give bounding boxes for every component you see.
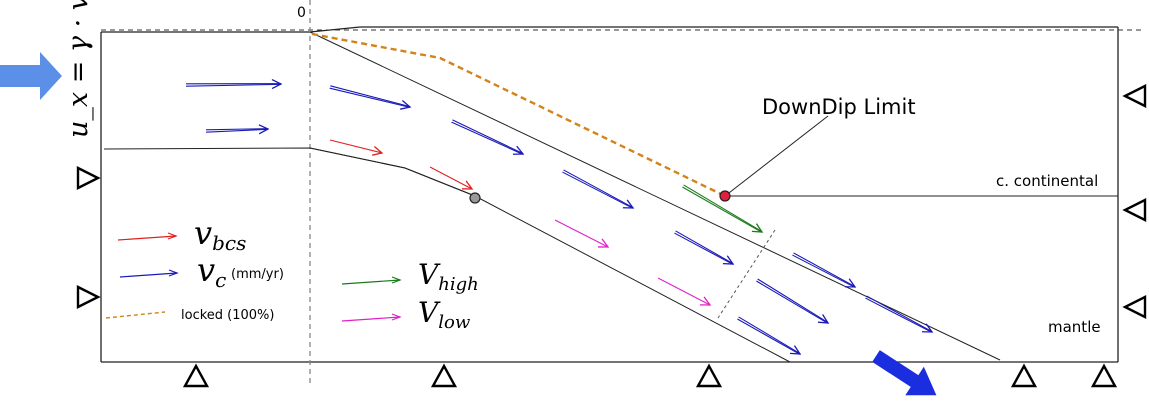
svg-text:Vhigh: Vhigh xyxy=(418,258,479,295)
legend-vc-note: (mm/yr) xyxy=(231,267,284,282)
boundary-triangle-icon xyxy=(1122,84,1147,108)
velocity-arrows xyxy=(185,79,934,355)
boundary-condition-label: u_x = γ · v_c xyxy=(63,0,94,138)
magenta-velocity-arrow xyxy=(554,219,610,248)
blue-velocity-arrow xyxy=(185,79,283,90)
boundary-triangle-icon xyxy=(1010,363,1038,388)
legend-item-vbcs: vbcs xyxy=(117,214,246,255)
blue-velocity-arrow xyxy=(451,119,525,155)
legend-vlow-symbol: V xyxy=(418,296,441,329)
legend-item-vc: vc (mm/yr) xyxy=(119,251,284,292)
blue-velocity-arrow xyxy=(792,252,857,288)
model-domain xyxy=(100,26,1119,363)
outflow-arrow xyxy=(872,350,937,396)
red-velocity-arrow xyxy=(429,166,474,190)
internal-dashed-boundary xyxy=(717,229,776,319)
svg-text:vc: vc xyxy=(197,251,226,292)
legend-vhigh-symbol: V xyxy=(418,258,441,291)
boundary-triangle-icon xyxy=(76,285,101,309)
blue-velocity-arrow xyxy=(737,316,802,355)
slab-top-interface xyxy=(309,31,1001,361)
legend-item-locked: locked (100%) xyxy=(105,308,274,323)
legend-vbcs-symbol: v xyxy=(194,214,212,252)
continental-crust-label: c. continental xyxy=(996,172,1098,190)
boundary-triangle-icon xyxy=(1122,198,1147,222)
top-surface-bump xyxy=(309,26,1118,33)
boundary-triangle-icon xyxy=(695,363,723,388)
legend-vc-subscript: c xyxy=(215,268,226,292)
legend-vbcs-subscript: bcs xyxy=(212,231,246,255)
legend-item-vhigh: Vhigh xyxy=(341,258,479,295)
boundary-triangle-icon xyxy=(76,166,101,190)
oceanic-plate-top xyxy=(309,147,476,197)
boundary-triangle-icon xyxy=(1122,295,1147,319)
downdip-limit-point xyxy=(719,190,731,202)
slab-kink-point xyxy=(469,192,481,204)
downdip-pointer-line xyxy=(724,115,829,197)
plate-interfaces xyxy=(103,31,1118,363)
boundary-triangle-icon xyxy=(1090,363,1118,388)
blue-velocity-arrow xyxy=(205,124,270,135)
downdip-limit-label: DownDip Limit xyxy=(762,95,916,119)
legend: vbcs vc (mm/yr) locked (100%) Vhigh xyxy=(105,214,479,333)
blue-velocity-arrow xyxy=(865,295,934,333)
magenta-velocity-arrow xyxy=(657,277,712,306)
inflow-arrow xyxy=(0,52,62,100)
legend-locked-text: locked (100%) xyxy=(181,308,274,323)
svg-text:Vlow: Vlow xyxy=(418,296,471,333)
mantle-label: mantle xyxy=(1048,318,1101,336)
blue-velocity-arrow xyxy=(329,85,412,110)
legend-vlow-subscript: low xyxy=(438,312,471,333)
blue-velocity-arrow xyxy=(562,169,635,209)
blue-velocity-arrow xyxy=(674,230,735,265)
legend-item-vlow: Vlow xyxy=(341,296,471,333)
boundary-triangles xyxy=(76,84,1147,388)
red-velocity-arrow xyxy=(329,139,384,156)
zero-label: 0 xyxy=(297,5,306,21)
svg-text:vbcs: vbcs xyxy=(194,214,246,255)
green-velocity-arrow xyxy=(682,184,764,233)
boundary-triangle-icon xyxy=(182,363,210,388)
boundary-triangle-icon xyxy=(430,363,458,388)
legend-vc-symbol: v xyxy=(197,251,215,289)
legend-vhigh-subscript: high xyxy=(438,274,478,295)
blue-velocity-arrow xyxy=(756,278,830,324)
locked-zone-line xyxy=(311,32,726,198)
boundary-condition-text: u_x = γ · v_c xyxy=(63,0,94,138)
